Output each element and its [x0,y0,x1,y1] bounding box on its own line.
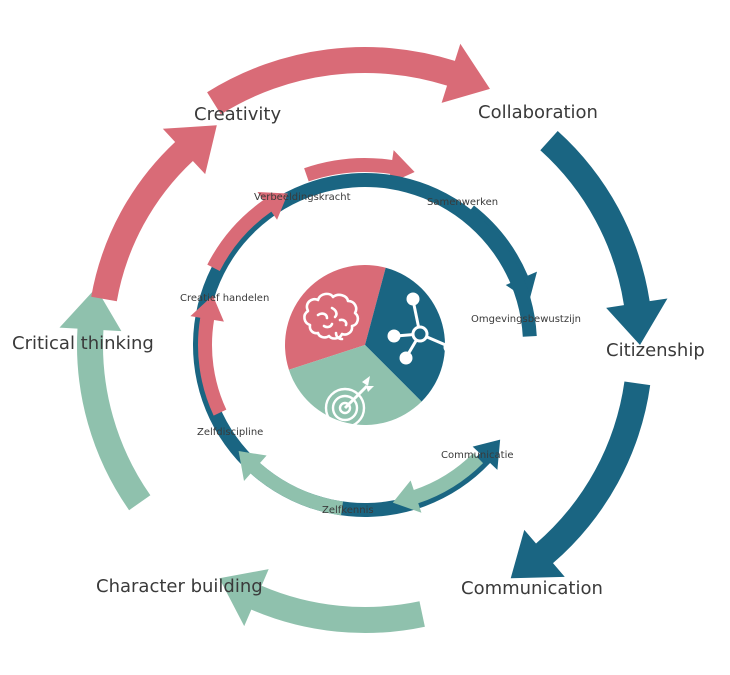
arrow-zelfdiscipline-to-creatief-handelen [190,295,227,416]
arrow-creativity-to-collaboration [207,43,490,115]
arrow-character-building-to-critical-thinking [59,287,151,511]
label-critical-thinking: Critical thinking [12,333,154,354]
arrow-verbeeldingskracht-to-samenwerken [304,150,415,184]
label-verbeeldingskracht: Verbeeldingskracht [254,192,351,203]
arrow-critical-thinking-to-creativity [91,125,217,302]
label-communication: Communication [461,578,603,599]
label-samenwerken: Samenwerken [427,197,499,208]
label-collaboration: Collaboration [478,102,598,123]
arrow-communication-to-character-building [219,569,425,633]
arrow-zelfkennis-to-zelfdiscipline [238,451,344,516]
label-omgevingsbewustzijn: Omgevingsbewustzijn [471,314,581,325]
center-pie [285,264,457,429]
arrow-creatief-handelen-to-verbeeldingskracht [207,191,288,271]
label-creatief-handelen: Creatief handelen [180,293,270,304]
brain-icon [303,292,360,341]
pie-segment-mint [288,345,422,426]
arrows-layer [59,43,668,633]
label-citizenship: Citizenship [606,340,705,361]
label-creativity: Creativity [194,104,282,125]
network-icon [387,292,457,365]
label-zelfdiscipline: Zelfdiscipline [197,427,264,438]
arrow-citizenship-to-communication [510,381,651,579]
arrow-communicatie-to-zelfkennis [392,453,484,513]
label-zelfkennis: Zelfkennis [322,505,374,516]
target-icon [324,376,374,429]
label-character-building: Character building [96,576,263,597]
label-communicatie: Communicatie [441,450,514,461]
arrow-collaboration-to-citizenship [540,130,668,345]
